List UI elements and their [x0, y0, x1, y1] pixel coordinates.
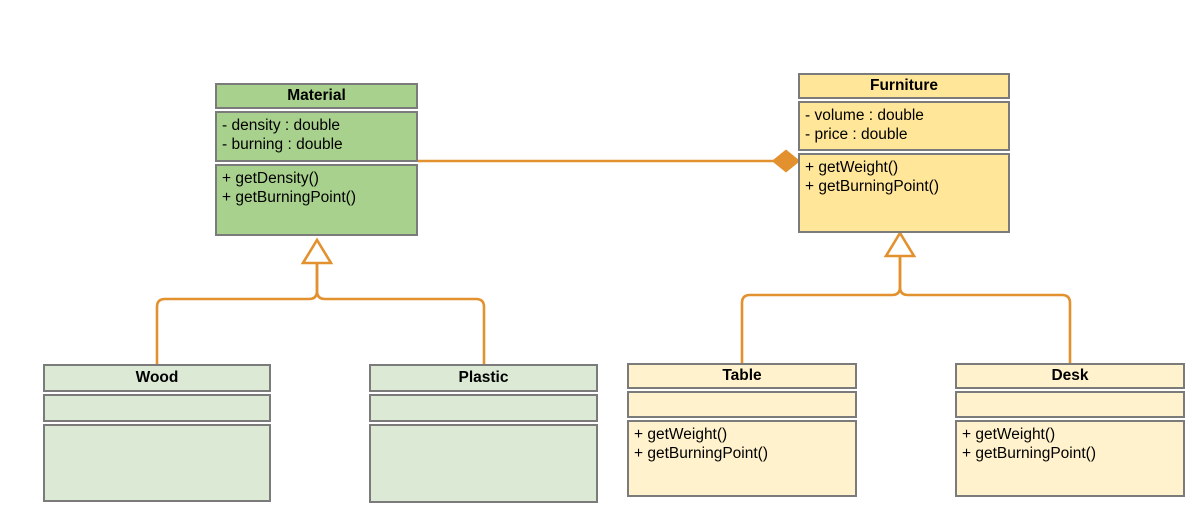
class-box-material: Material - density : double - burning : … — [215, 83, 418, 236]
class-box-wood: Wood — [43, 364, 271, 502]
class-title-material: Material — [215, 83, 418, 109]
attributes-section-plastic — [369, 394, 598, 422]
attribute-row: - volume : double — [805, 107, 924, 124]
class-box-furniture: Furniture - volume : double - price : do… — [798, 73, 1010, 233]
generalization-edge-desk-furniture — [898, 256, 1072, 364]
methods-section-wood — [43, 424, 271, 502]
attribute-row: - density : double — [222, 117, 341, 134]
attributes-section-material: - density : double - burning : double — [215, 111, 418, 162]
method-row: + getDensity() — [222, 170, 319, 187]
attribute-row: - burning : double — [222, 136, 343, 153]
generalization-edge-plastic-material — [315, 263, 486, 365]
class-title-table: Table — [627, 363, 857, 389]
attributes-section-desk — [955, 391, 1185, 418]
class-box-desk: Desk + getWeight() + getBurningPoint() — [955, 363, 1185, 497]
method-row: + getBurningPoint() — [805, 178, 939, 195]
methods-section-plastic — [369, 424, 598, 503]
methods-section-furniture: + getWeight() + getBurningPoint() — [798, 153, 1010, 233]
class-box-plastic: Plastic — [369, 364, 598, 503]
generalization-triangle-icon-material — [300, 237, 334, 265]
method-row: + getWeight() — [805, 159, 899, 176]
class-title-desk: Desk — [955, 363, 1185, 389]
class-title-plastic: Plastic — [369, 364, 598, 392]
class-title-furniture: Furniture — [798, 73, 1010, 99]
methods-section-table: + getWeight() + getBurningPoint() — [627, 420, 857, 497]
generalization-edge-table-furniture — [740, 256, 902, 364]
methods-section-material: + getDensity() + getBurningPoint() — [215, 164, 418, 236]
class-box-table: Table + getWeight() + getBurningPoint() — [627, 363, 857, 497]
methods-section-desk: + getWeight() + getBurningPoint() — [955, 420, 1185, 497]
method-row: + getBurningPoint() — [634, 445, 768, 462]
attribute-row: - price : double — [805, 126, 908, 143]
method-row: + getBurningPoint() — [962, 445, 1096, 462]
generalization-edge-wood-material — [155, 263, 319, 365]
class-title-wood: Wood — [43, 364, 271, 392]
composition-diamond-icon — [771, 149, 801, 173]
method-row: + getBurningPoint() — [222, 189, 356, 206]
method-row: + getWeight() — [962, 426, 1056, 443]
attributes-section-furniture: - volume : double - price : double — [798, 101, 1010, 151]
generalization-triangle-icon-furniture — [883, 230, 917, 258]
attributes-section-wood — [43, 394, 271, 422]
method-row: + getWeight() — [634, 426, 728, 443]
attributes-section-table — [627, 391, 857, 418]
